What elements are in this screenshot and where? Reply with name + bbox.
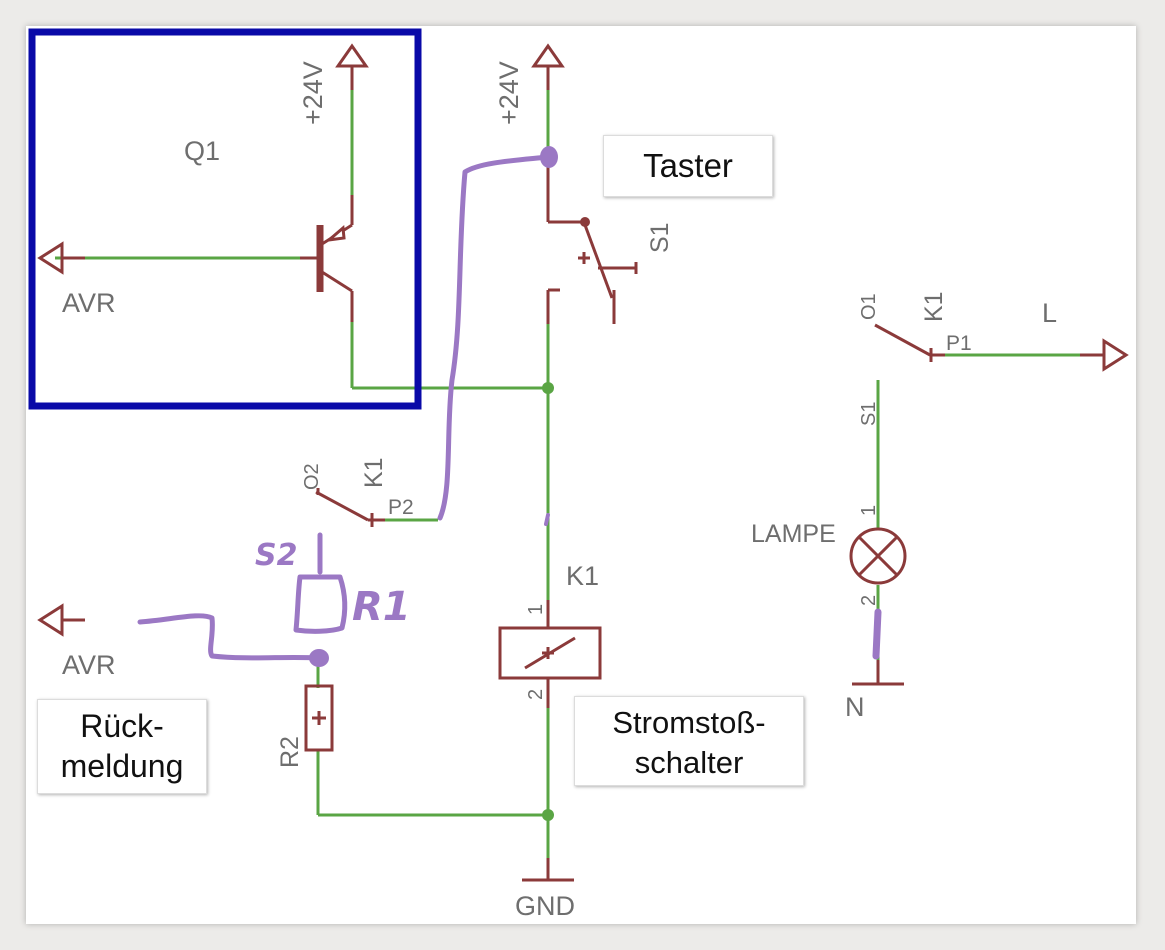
- lamp-pin-2: 2: [858, 595, 880, 606]
- callout-rueckmeldung-line2: meldung: [60, 748, 184, 784]
- hand-label-r1: R1: [352, 584, 411, 630]
- ground-label: GND: [515, 891, 575, 921]
- component-symbols: [37, 43, 1129, 882]
- callout-taster: Taster: [603, 135, 773, 197]
- junction-dots: [542, 382, 554, 821]
- coil-pin-2: 2: [525, 689, 547, 700]
- highlight-box: [28, 28, 422, 410]
- pushbutton-switch-icon: [546, 150, 638, 324]
- callout-rueckmeldung-line1: Rück-: [80, 708, 164, 744]
- lamp-label: LAMPE: [751, 520, 836, 548]
- avr-label-top: AVR: [62, 288, 116, 318]
- relay-contact-icon: [874, 323, 945, 362]
- output-arrow-icon: [1080, 338, 1129, 372]
- callout-stromstoss-line1: Stromstoß-: [612, 705, 766, 740]
- transistor-icon: [300, 195, 354, 322]
- callout-stromstoss-line2: schalter: [634, 745, 744, 780]
- supply-arrow-icon: [335, 43, 369, 90]
- relay-contact-icon: [315, 488, 385, 527]
- neutral-terminal-icon: [852, 660, 904, 686]
- lamp-pin-1: 1: [858, 505, 880, 516]
- supply-label-q1: +24V: [298, 61, 328, 125]
- relay-label: K1: [566, 561, 599, 591]
- lamp-s1-label: S1: [858, 402, 880, 426]
- resistor-label: R2: [276, 736, 304, 768]
- hand-label-s2: S2: [255, 538, 297, 573]
- output-arrow-icon: [37, 241, 85, 275]
- hand-drawn-dots: [309, 146, 558, 667]
- callout-rueckmeldung: Rück- meldung: [37, 699, 207, 794]
- switch-node-dot: [580, 217, 590, 227]
- contact-k1-label-left: K1: [360, 457, 388, 488]
- line-l-label: L: [1042, 298, 1057, 328]
- contact-p1-label: P1: [946, 332, 972, 355]
- lamp-icon: [849, 527, 907, 585]
- transistor-label: Q1: [184, 136, 220, 166]
- supply-label-taster: +24V: [494, 61, 524, 125]
- resistor-icon: [304, 684, 334, 752]
- switch-label: S1: [646, 222, 674, 253]
- contact-k1-label-right: K1: [920, 291, 948, 322]
- neutral-label: N: [845, 692, 865, 722]
- coil-pin-1: 1: [525, 604, 547, 615]
- callout-taster-text: Taster: [643, 147, 733, 184]
- contact-p2-label: P2: [388, 496, 414, 519]
- callout-stromstossschalter: Stromstoß- schalter: [574, 696, 804, 786]
- contact-o1-label: O1: [858, 293, 880, 320]
- hand-drawn-wiring: [137, 154, 882, 661]
- supply-arrow-icon: [531, 43, 565, 90]
- output-arrow-icon: [37, 603, 85, 637]
- relay-coil-icon: [498, 600, 602, 708]
- contact-o2-label: O2: [301, 463, 323, 490]
- ground-icon: [522, 858, 574, 882]
- avr-label-bottom: AVR: [62, 650, 116, 680]
